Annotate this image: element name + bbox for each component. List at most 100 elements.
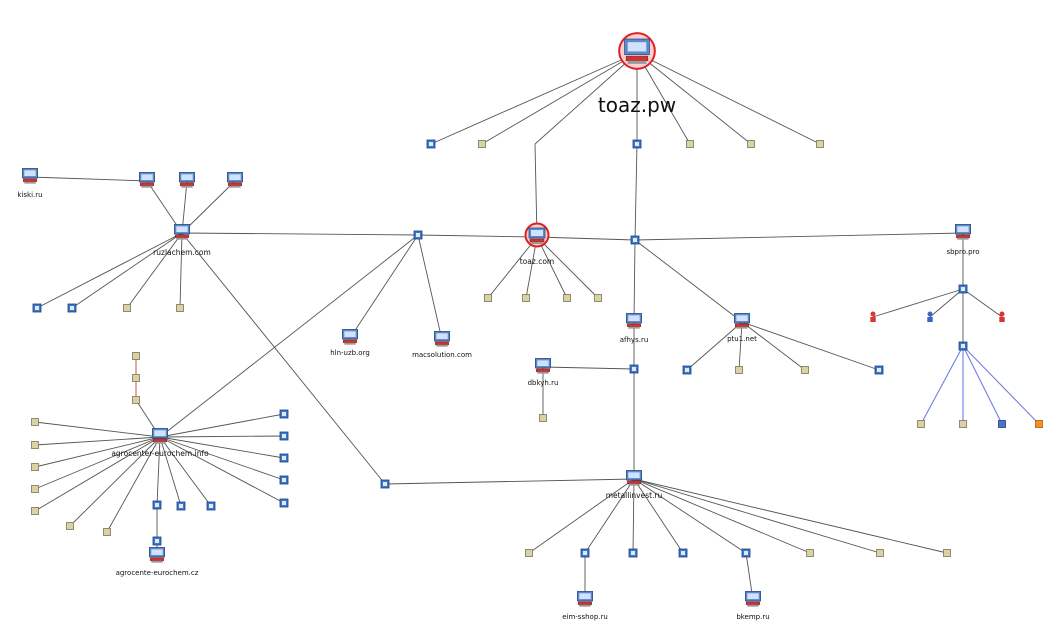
edge [738, 321, 743, 371]
site-icon[interactable] [943, 549, 951, 557]
node-label-bottom-right-site[interactable]: bkemp.ru [736, 613, 769, 621]
server-icon[interactable] [279, 475, 289, 485]
computer-icon[interactable] [178, 172, 195, 188]
server-icon[interactable] [632, 139, 642, 149]
node-label-ptu1[interactable]: ptu1.net [727, 335, 757, 343]
computer-icon[interactable] [148, 547, 165, 563]
node-label-agrocenter-cz[interactable]: agrocente-eurochem.cz [116, 569, 199, 577]
computer-icon[interactable] [173, 224, 190, 240]
site-icon[interactable] [66, 522, 74, 530]
person-blue-icon[interactable] [927, 311, 933, 323]
server-icon[interactable] [206, 501, 216, 511]
server-icon[interactable] [176, 501, 186, 511]
site-icon[interactable] [31, 463, 39, 471]
site-icon[interactable] [686, 140, 694, 148]
site-icon[interactable] [525, 549, 533, 557]
person-red-icon[interactable] [999, 311, 1005, 323]
site-icon[interactable] [176, 304, 184, 312]
site-icon[interactable] [31, 507, 39, 515]
server-icon[interactable] [279, 409, 289, 419]
node-label-hlnuzb[interactable]: hln-uzb.org [330, 349, 370, 357]
server-icon[interactable] [152, 536, 162, 546]
person-red-icon[interactable] [870, 311, 876, 323]
root-node-label[interactable]: toaz.pw [598, 93, 676, 117]
site-icon[interactable] [478, 140, 486, 148]
node-label-sbpro[interactable]: sbpro.pro [946, 248, 979, 256]
server-icon[interactable] [413, 230, 423, 240]
site-icon[interactable] [31, 441, 39, 449]
computer-icon[interactable] [734, 313, 751, 329]
server-icon[interactable] [279, 453, 289, 463]
computer-icon[interactable] [226, 172, 243, 188]
edge-blue [962, 345, 1003, 425]
node-label-bottom-left-site[interactable]: eim-sshop.ru [562, 613, 608, 621]
server-icon[interactable] [958, 341, 968, 351]
edge [634, 232, 964, 241]
site-icon[interactable] [31, 485, 39, 493]
site-icon[interactable] [816, 140, 824, 148]
computer-icon[interactable] [138, 172, 155, 188]
server-icon[interactable] [682, 365, 692, 375]
edge [349, 234, 419, 339]
site-icon[interactable] [594, 294, 602, 302]
site-icon[interactable] [959, 420, 967, 428]
site-icon[interactable] [484, 294, 492, 302]
server-icon[interactable] [426, 139, 436, 149]
computer-icon[interactable] [151, 428, 168, 444]
site-icon[interactable] [806, 549, 814, 557]
site-icon[interactable] [522, 294, 530, 302]
edge [686, 321, 743, 371]
edge [636, 52, 821, 145]
computer-icon[interactable] [626, 470, 643, 486]
server-icon[interactable] [630, 235, 640, 245]
site-icon[interactable] [123, 304, 131, 312]
site-icon[interactable] [539, 414, 547, 422]
node-label-dbkyh[interactable]: dbkyh.ru [528, 379, 559, 387]
server-icon[interactable] [152, 500, 162, 510]
gray-box-icon[interactable] [998, 420, 1006, 428]
node-label-afhys[interactable]: afhys.ru [620, 336, 649, 344]
site-icon[interactable] [31, 418, 39, 426]
node-label-bottom-hub[interactable]: metallinvest.ru [606, 491, 663, 500]
site-icon[interactable] [103, 528, 111, 536]
site-icon[interactable] [801, 366, 809, 374]
server-icon[interactable] [279, 431, 289, 441]
site-icon[interactable] [747, 140, 755, 148]
server-icon[interactable] [958, 284, 968, 294]
site-icon[interactable] [132, 352, 140, 360]
site-icon[interactable] [735, 366, 743, 374]
server-icon[interactable] [580, 548, 590, 558]
server-icon[interactable] [874, 365, 884, 375]
site-icon[interactable] [132, 374, 140, 382]
site-icon[interactable] [876, 549, 884, 557]
node-label-macsolution[interactable]: macsolution.com [412, 351, 472, 359]
server-icon[interactable] [678, 548, 688, 558]
node-label-toaz-com[interactable]: toaz.com [520, 257, 554, 266]
server-icon[interactable] [279, 498, 289, 508]
site-icon[interactable] [132, 396, 140, 404]
site-icon[interactable] [563, 294, 571, 302]
server-icon[interactable] [628, 548, 638, 558]
orange-box-icon[interactable] [1035, 420, 1043, 428]
computer-icon[interactable] [341, 329, 358, 345]
server-icon[interactable] [741, 548, 751, 558]
server-icon[interactable] [32, 303, 42, 313]
node-label-agrocenter-info[interactable]: agrocenter-eurochem.info [111, 449, 209, 458]
computer-icon[interactable] [577, 591, 594, 607]
toaz-com-computer-icon[interactable] [524, 222, 550, 248]
computer-icon[interactable] [955, 224, 972, 240]
server-icon[interactable] [380, 479, 390, 489]
computer-icon[interactable] [21, 168, 38, 184]
root-computer-icon[interactable] [618, 32, 656, 70]
computer-icon[interactable] [745, 591, 762, 607]
edge [534, 143, 538, 238]
server-icon[interactable] [629, 364, 639, 374]
node-label-kiski[interactable]: kiski.ru [17, 191, 42, 199]
edge [633, 478, 948, 554]
server-icon[interactable] [67, 303, 77, 313]
computer-icon[interactable] [535, 358, 552, 374]
node-label-ruzlachem[interactable]: ruzlachem.com [153, 248, 211, 257]
computer-icon[interactable] [433, 331, 450, 347]
computer-icon[interactable] [626, 313, 643, 329]
site-icon[interactable] [917, 420, 925, 428]
